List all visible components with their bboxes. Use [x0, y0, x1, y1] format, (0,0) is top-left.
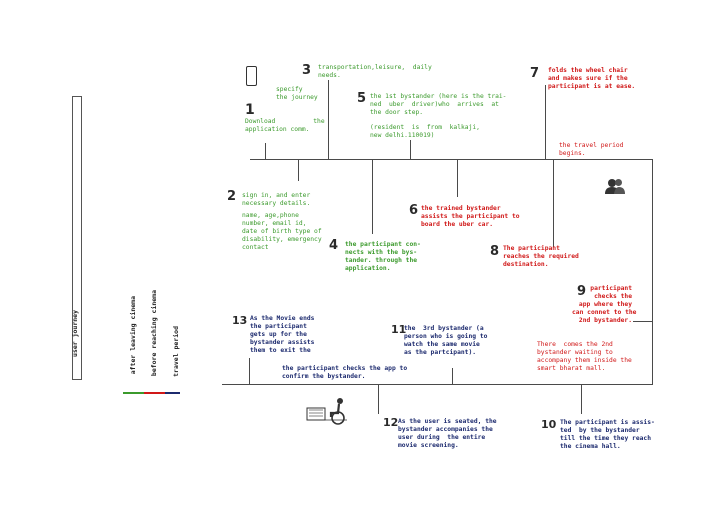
- second-bystander-text: There comes the 2nd bystander waiting to…: [537, 341, 632, 372]
- step-4-text: the participant con- nects with the bys-…: [345, 241, 421, 272]
- step-9-text: participant checks the app where they ca…: [572, 285, 637, 324]
- step-number-7: 7: [530, 66, 540, 81]
- step-number-13: 13: [232, 314, 248, 327]
- step-number-6: 6: [409, 203, 419, 218]
- step-number-12: 12: [383, 416, 399, 429]
- step-number-2: 2: [227, 189, 237, 204]
- step-number-10: 10: [541, 418, 557, 431]
- connector-8: [553, 159, 554, 247]
- connector-10: [581, 384, 582, 414]
- step-number-11: 11: [391, 323, 407, 336]
- step-5-text: the 1st bystander (here is the trai- ned…: [370, 93, 507, 116]
- legend-before-reaching-cinema: before reaching cinema: [150, 290, 158, 377]
- legend-after-leaving-cinema: after leaving cinema: [129, 296, 137, 375]
- step-number-9: 9: [577, 284, 587, 299]
- step-6-text: the trained bystander assists the partic…: [421, 205, 520, 228]
- user-journey-axis: [72, 96, 82, 380]
- timeline-right-vertical: [652, 159, 653, 385]
- step-number-1: 1: [245, 102, 255, 118]
- legend-swatch-red: [144, 392, 165, 394]
- connector-12: [378, 384, 379, 414]
- legend-swatch-green: [123, 392, 144, 394]
- step-number-4: 4: [329, 238, 339, 253]
- specify-journey-text: specify the journey: [276, 86, 318, 101]
- connector-6: [457, 159, 458, 197]
- step-1-text: Download the application comm.: [245, 118, 325, 133]
- people-icon: [605, 179, 625, 194]
- travel-period-begins-text: the travel period begins.: [559, 142, 624, 157]
- connector-9: [633, 321, 652, 322]
- step-2-details: name, age,phone number, email id, date o…: [242, 212, 322, 251]
- timeline-lower: [222, 384, 653, 385]
- step-8-text: The participant reaches the required des…: [503, 245, 579, 268]
- legend-travel-period: travel period: [172, 326, 180, 377]
- connector-4: [372, 159, 373, 234]
- step-13-text: As the Movie ends the participant gets u…: [250, 315, 315, 354]
- connector-13: [249, 358, 250, 384]
- connector-11: [452, 368, 453, 384]
- user-journey-label: user journey: [71, 310, 79, 357]
- legend-swatch-navy: [165, 392, 180, 394]
- connector-7: [545, 85, 546, 160]
- step-11-text: the 3rd bystander (a person who is going…: [404, 325, 488, 356]
- step-12-text: As the user is seated, the bystander acc…: [398, 418, 497, 449]
- phone-icon: [246, 66, 257, 86]
- connector-3: [328, 80, 329, 160]
- step-10-text: The participant is assis- ted by the bys…: [560, 419, 655, 450]
- step-number-5: 5: [357, 91, 367, 106]
- step-2-text: sign in, and enter necessary details.: [242, 192, 311, 207]
- connector-1: [265, 143, 266, 159]
- timeline-upper: [250, 159, 652, 160]
- connector-2: [298, 159, 299, 181]
- step-3-text: transportation,leisure, daily needs.: [318, 64, 432, 79]
- connector-5: [410, 140, 411, 159]
- step-5-detail: (resident is from kalkaji, new delhi.110…: [370, 124, 480, 139]
- wheelchair-icon: [306, 398, 347, 425]
- step-number-3: 3: [302, 63, 312, 78]
- check-app-confirm-text: the participant checks the app to confir…: [282, 365, 408, 380]
- step-7-text: folds the wheel chair and makes sure if …: [548, 67, 636, 90]
- step-number-8: 8: [490, 244, 500, 259]
